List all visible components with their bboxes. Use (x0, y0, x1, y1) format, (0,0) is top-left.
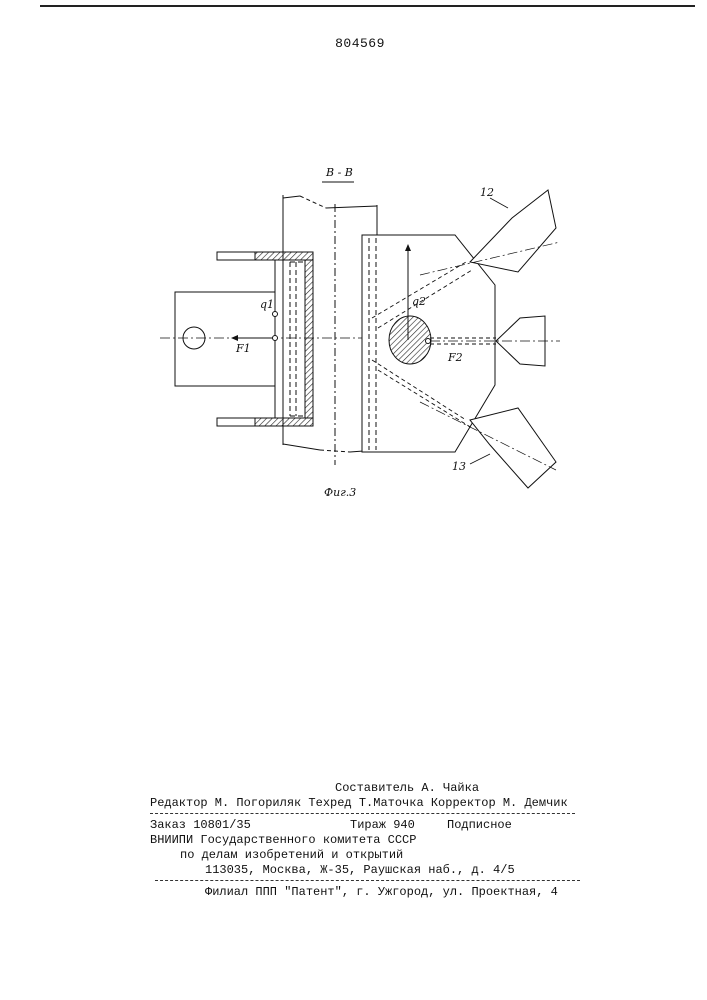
divider-1 (150, 813, 575, 814)
point-q1 (273, 312, 278, 317)
label-f1: F1 (235, 342, 251, 355)
point-f1 (273, 336, 278, 341)
org-line-1: ВНИИПИ Государственного комитета СССР (150, 832, 416, 848)
nozzle-12 (470, 190, 556, 272)
org-line-2: по делам изобретений и открытий (180, 847, 403, 863)
point-f2 (426, 339, 431, 344)
rod-cross-section (389, 316, 431, 364)
label-f2: F2 (447, 351, 463, 364)
branch-line: Филиал ППП "Патент", г. Ужгород, ул. Про… (205, 884, 558, 900)
callout-12: 12 (480, 186, 494, 199)
address-line: 113035, Москва, Ж-35, Раушская наб., д. … (205, 862, 515, 878)
section-label: В - В (325, 166, 353, 179)
callout-leader-13 (470, 454, 490, 464)
figure-caption: Фиг.3 (324, 486, 356, 499)
editors-line: Редактор М. Погориляк Техред Т.Маточка К… (150, 795, 568, 811)
order-number: Заказ 10801/35 (150, 817, 251, 833)
callout-leader-12 (490, 198, 508, 208)
divider-2 (155, 880, 580, 881)
compiler-line: Составитель А. Чайка (335, 780, 479, 796)
subscription: Подписное (447, 817, 512, 833)
nozzle-13 (470, 408, 556, 488)
callout-13: 13 (452, 460, 466, 473)
label-q1: q1 (260, 298, 274, 311)
circulation: Тираж 940 (350, 817, 415, 833)
